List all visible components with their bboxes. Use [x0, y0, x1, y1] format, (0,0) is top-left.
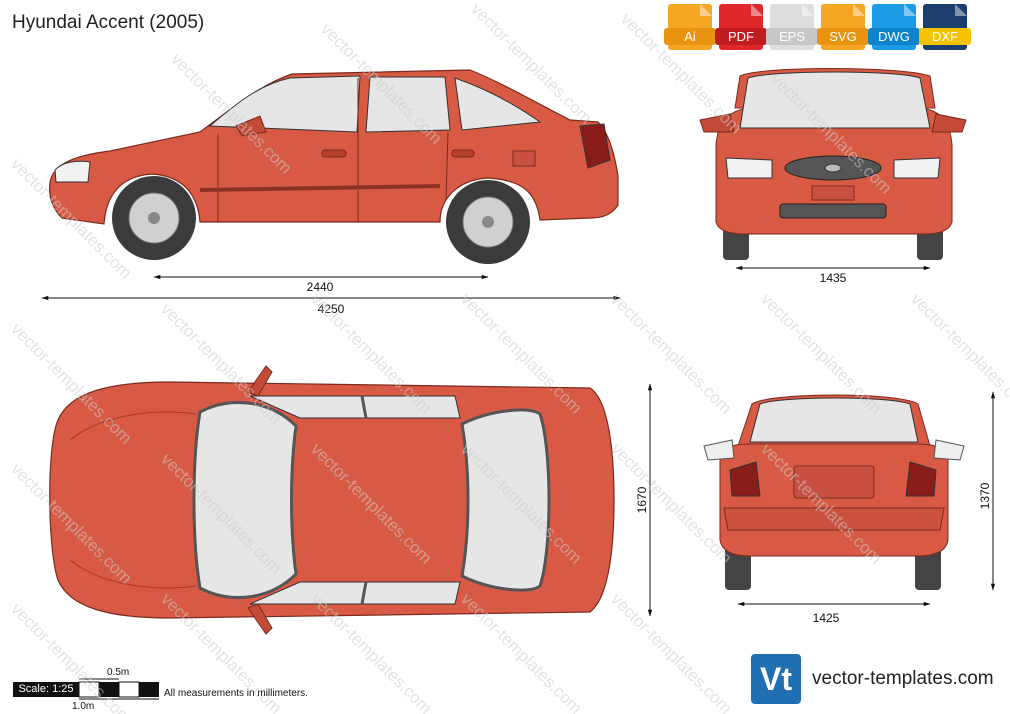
side-view: [49, 69, 619, 264]
format-ai-icon[interactable]: Ai: [664, 4, 716, 50]
format-badges: Ai PDF EPS SVG DWG DXF: [664, 4, 971, 50]
brand-logo-icon[interactable]: Vt: [751, 654, 801, 704]
dim-height-label: 1370: [978, 482, 992, 509]
rear-mirror-right: [933, 439, 965, 461]
license-plate-front: [811, 185, 855, 201]
rear-mirror-left: [703, 439, 735, 461]
rear-taillight-right: [905, 461, 937, 497]
dim-length: 4250: [41, 295, 621, 316]
watermark-text: vector-templates.com: [907, 289, 1010, 417]
side-molding: [199, 184, 441, 192]
dim-length-label: 4250: [318, 302, 345, 316]
rear-window: [749, 397, 919, 443]
door-line-rear: [445, 131, 449, 201]
page-title: Hyundai Accent (2005): [12, 12, 205, 33]
front-windshield: [739, 71, 931, 129]
top-rear-window: [460, 408, 551, 592]
format-dxf-icon[interactable]: DXF: [919, 4, 971, 50]
format-pdf-icon[interactable]: PDF: [715, 4, 767, 50]
dim-wheelbase: 2440: [153, 274, 489, 294]
format-label: Ai: [664, 28, 716, 45]
format-label: PDF: [715, 28, 767, 45]
dim-width-label: 1670: [635, 486, 649, 513]
headlight-side: [54, 160, 91, 183]
format-dwg-icon[interactable]: DWG: [868, 4, 920, 50]
license-plate-rear: [793, 465, 875, 499]
dim-front-track: 1435: [735, 265, 931, 285]
dim-rear-track-label: 1425: [813, 611, 840, 625]
fuel-cap: [512, 150, 536, 167]
scale-one-meter-label: 1.0m: [72, 701, 95, 712]
door-handle-rear: [451, 149, 475, 158]
rear-body: [719, 443, 949, 557]
dim-wheelbase-label: 2440: [307, 280, 334, 294]
rear-taillight-left: [729, 461, 761, 497]
side-window-rear: [454, 77, 542, 131]
top-view: [49, 365, 615, 635]
rear-bumper: [723, 507, 945, 531]
watermark-text: vector-templates.com: [617, 9, 745, 137]
front-mirror-right: [931, 113, 967, 133]
hyundai-emblem: [824, 163, 842, 173]
dim-rear-track: 1425: [737, 601, 931, 625]
front-headlight-right: [893, 157, 941, 179]
front-headlight-left: [725, 157, 773, 179]
dim-height: 1370: [978, 391, 996, 591]
watermark-text: vector-templates.com: [607, 589, 735, 714]
side-window-front: [208, 75, 361, 133]
side-window-middle: [365, 76, 451, 133]
door-handle-front: [321, 149, 347, 158]
format-label: EPS: [766, 28, 818, 45]
format-label: DXF: [919, 28, 971, 45]
top-side-glass-right: [249, 581, 461, 605]
top-pillar-left: [360, 395, 368, 419]
dim-width: 1670: [635, 383, 653, 617]
rear-view: [703, 394, 965, 590]
watermark-text: vector-templates.com: [607, 289, 735, 417]
measurement-note: All measurements in millimeters.: [164, 688, 308, 699]
top-mirror-left: [247, 365, 273, 397]
brand-text[interactable]: vector-templates.com: [812, 668, 994, 689]
side-front-wheel: [112, 176, 196, 260]
top-windshield: [192, 401, 298, 599]
top-side-glass-left: [249, 395, 461, 419]
front-mirror-left: [699, 113, 735, 133]
scale-bar: [78, 678, 159, 700]
side-mirror: [235, 115, 267, 137]
side-rear-wheel: [446, 180, 530, 264]
scale-label: Scale: 1:25: [13, 682, 79, 697]
format-eps-icon[interactable]: EPS: [766, 4, 818, 50]
scale-half-meter-label: 0.5m: [107, 667, 130, 678]
format-label: SVG: [817, 28, 869, 45]
top-pillar-right: [360, 581, 368, 605]
format-svg-icon[interactable]: SVG: [817, 4, 869, 50]
top-hood-crease: [69, 411, 197, 589]
front-view: [699, 68, 967, 260]
format-label: DWG: [868, 28, 920, 45]
top-mirror-right: [247, 603, 273, 635]
taillight-side: [579, 123, 611, 169]
dim-front-track-label: 1435: [820, 271, 847, 285]
front-air-intake: [779, 203, 887, 219]
